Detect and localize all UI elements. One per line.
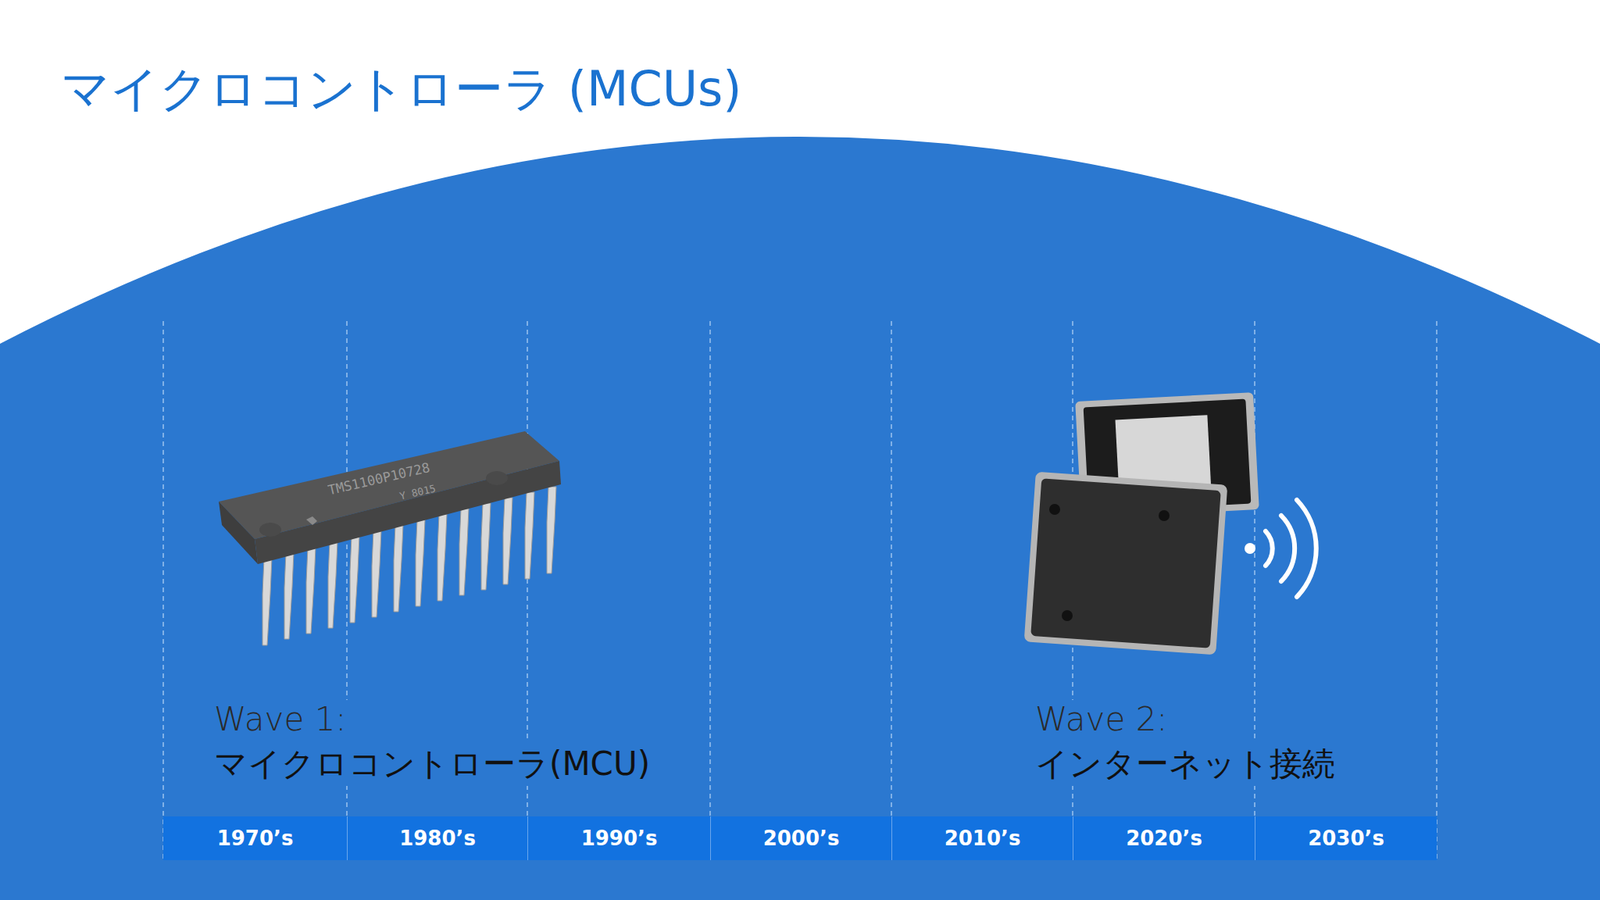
decade-cell: 2000’s xyxy=(710,816,892,861)
slide-title: マイクロコントローラ (MCUs) xyxy=(60,56,743,122)
decade-cell: 1970’s xyxy=(163,816,347,861)
decade-label: 1970’s xyxy=(217,826,294,850)
decade-label: 2020’s xyxy=(1125,826,1203,850)
decade-cell: 2010’s xyxy=(891,816,1073,861)
wifi-symbol xyxy=(1244,500,1317,597)
wave-heading: Wave 2: xyxy=(1033,700,1170,739)
blue-dome xyxy=(0,136,1600,900)
dashed-gridlines xyxy=(163,321,1437,861)
decade-label: 1980’s xyxy=(399,826,476,850)
dip-chip xyxy=(218,431,561,646)
wave-description: マイクロコントローラ(MCU) xyxy=(212,742,652,786)
decade-label: 1990’s xyxy=(581,826,658,850)
qfn-chips xyxy=(1024,392,1260,655)
decade-label: 2000’s xyxy=(763,826,840,850)
decade-cell: 1980’s xyxy=(346,816,528,861)
decade-label: 2010’s xyxy=(944,826,1022,850)
decade-cell: 2020’s xyxy=(1072,816,1255,861)
decade-label: 2030’s xyxy=(1307,826,1385,850)
decade-cell: 2030’s xyxy=(1254,816,1437,861)
wave-description: インターネット接続 xyxy=(1033,742,1337,786)
decade-cell: 1990’s xyxy=(527,816,711,861)
wave-heading: Wave 1: xyxy=(212,700,349,739)
